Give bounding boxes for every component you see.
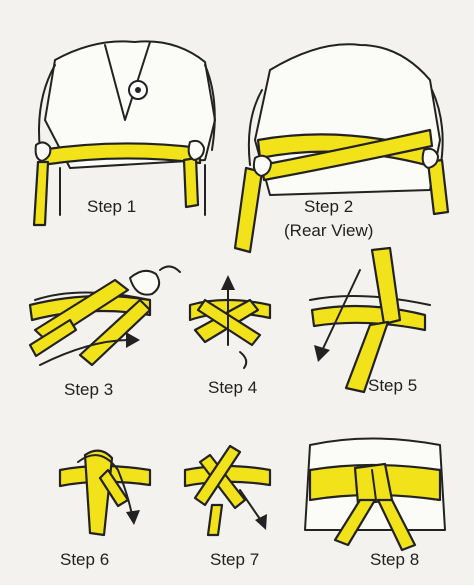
step-2-illustration: [233, 43, 450, 254]
step-4-illustration: [188, 275, 272, 369]
step-8-illustration: [304, 437, 446, 552]
step-7-arrow-icon: [255, 514, 267, 530]
step-1-label: Step 1: [87, 197, 137, 216]
step-1-illustration: [32, 40, 216, 227]
step-4-arrow-up-icon: [221, 275, 235, 290]
step-8-label: Step 8: [370, 550, 420, 569]
step-5-arrow-icon: [314, 345, 330, 362]
step-3-label: Step 3: [64, 380, 114, 399]
step-5-label: Step 5: [368, 376, 418, 395]
step-5-illustration: [309, 246, 431, 394]
step-6-label: Step 6: [60, 550, 110, 569]
step-6-illustration: [58, 449, 152, 537]
step-6-arrow-icon: [126, 510, 140, 525]
step-3-illustration: [28, 265, 181, 367]
step-2-label: Step 2: [304, 197, 354, 216]
step-7-label: Step 7: [210, 550, 260, 569]
step-4-label: Step 4: [208, 378, 258, 397]
step-7-illustration: [183, 444, 272, 537]
step-3-arrow-icon: [126, 332, 140, 348]
step-2-note: (Rear View): [284, 221, 374, 240]
